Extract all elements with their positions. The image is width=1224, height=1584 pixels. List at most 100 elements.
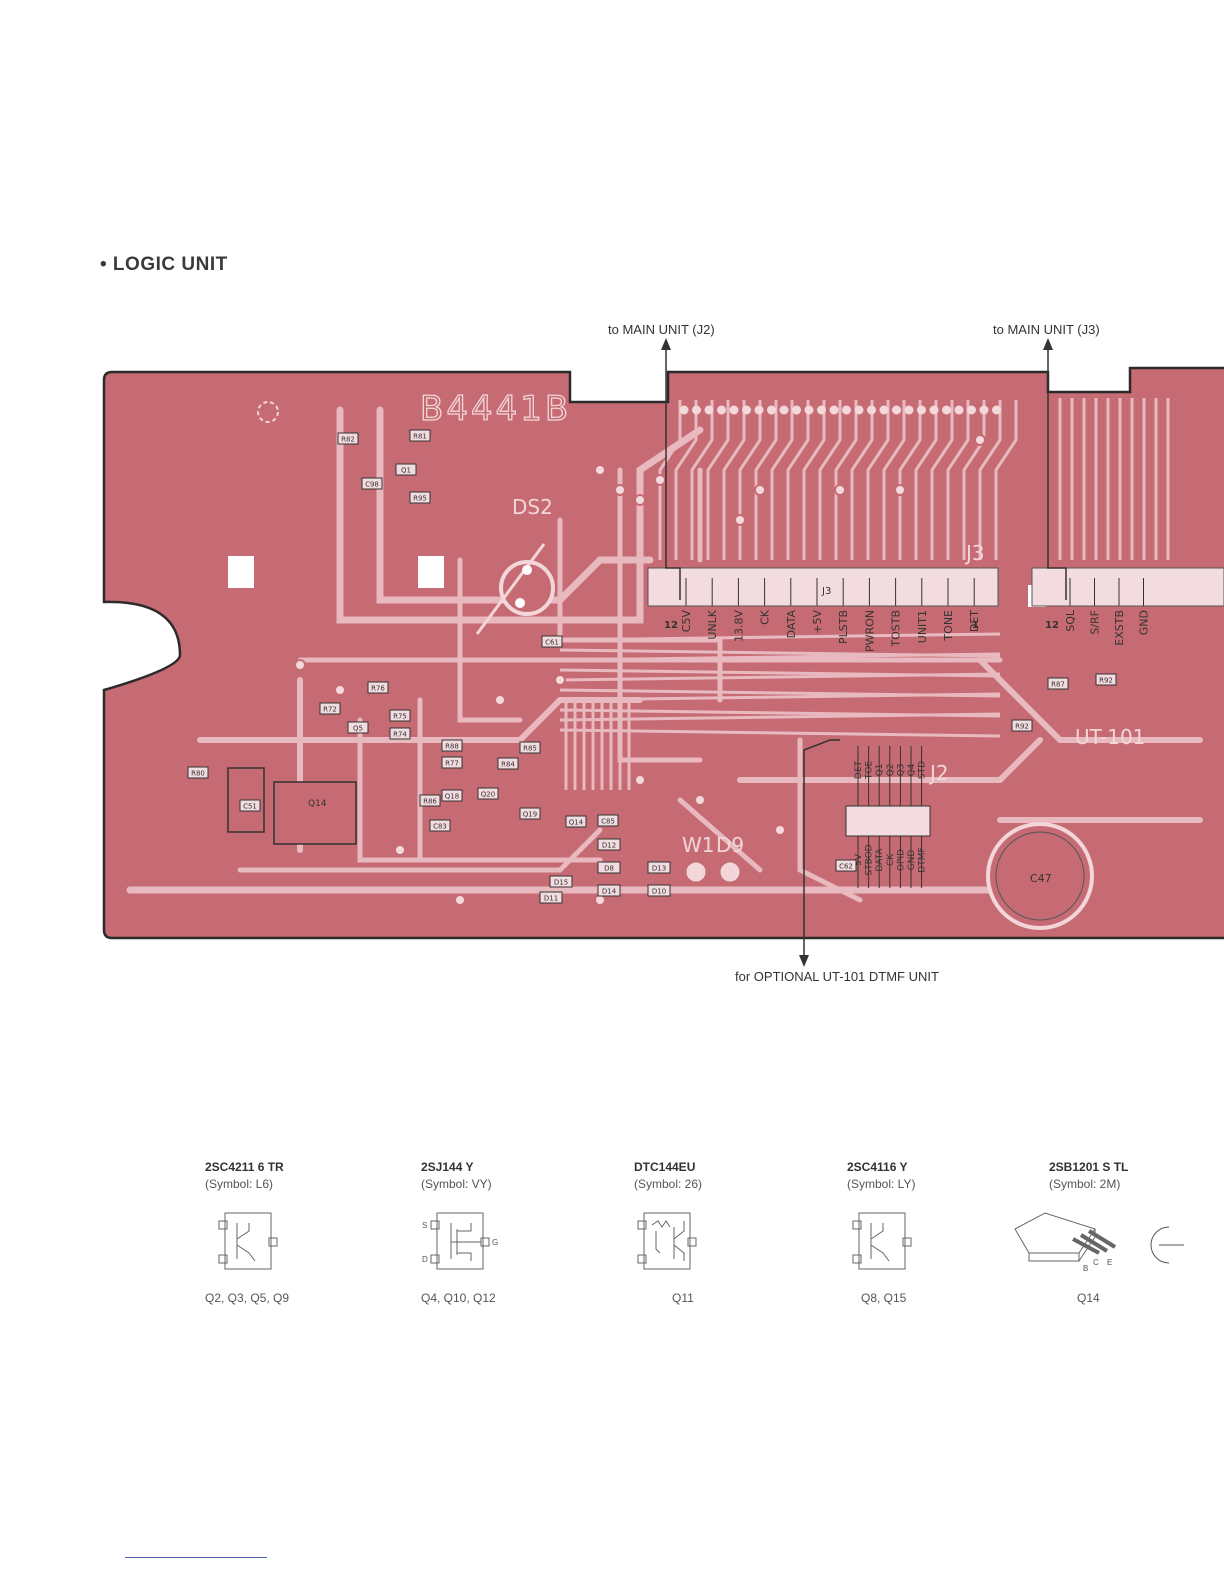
arrow-up-icon xyxy=(1043,338,1053,350)
part-usage: Q4, Q10, Q12 xyxy=(421,1291,496,1305)
smd-part-c62: C62 xyxy=(835,859,857,872)
svg-text:E: E xyxy=(1107,1258,1112,1267)
part-symbol: (Symbol: LY) xyxy=(847,1177,916,1191)
digital-transistor-icon xyxy=(637,1212,697,1270)
part-symbol: (Symbol: L6) xyxy=(205,1177,274,1191)
j2-bottom-pin-label: DTMF xyxy=(918,847,928,872)
j3-connector xyxy=(647,567,999,607)
board-id-label: B4441B xyxy=(420,389,571,429)
footer-rule xyxy=(125,1557,267,1558)
part-name: 2SC4211 6 TR xyxy=(205,1160,284,1174)
svg-text:D8: D8 xyxy=(604,865,614,873)
smd-part-c83: C83 xyxy=(429,819,451,832)
svg-text:Q14: Q14 xyxy=(569,819,584,827)
smd-part-d10: D10 xyxy=(647,884,671,897)
power-transistor-package-icon: B C E xyxy=(1014,1212,1184,1273)
svg-text:Q20: Q20 xyxy=(481,791,495,799)
fet-icon: S D G xyxy=(422,1212,498,1270)
j2-bottom-pin-label: 5V xyxy=(854,853,864,866)
part-symbol: (Symbol: 26) xyxy=(634,1177,703,1191)
svg-text:R80: R80 xyxy=(191,770,205,778)
j2-label: J2 xyxy=(928,761,949,785)
svg-text:Q18: Q18 xyxy=(445,793,459,801)
part-usage: Q11 xyxy=(672,1291,694,1305)
transistor-2sc4211: 2SC4211 6 TR (Symbol: L6) Q2, Q3, Q5, Q9 xyxy=(205,1160,405,1305)
svg-text:R81: R81 xyxy=(413,433,427,441)
j2-bottom-pin-label: DATA xyxy=(875,848,885,872)
j3-pin-label: DATA xyxy=(785,610,798,639)
right-pin-label: GND xyxy=(1138,610,1151,635)
j3-pin1-label: 1 xyxy=(972,620,979,631)
svg-text:Q19: Q19 xyxy=(523,811,537,819)
j3-small-label: J3 xyxy=(821,586,831,597)
part-usage: Q2, Q3, Q5, Q9 xyxy=(205,1291,290,1305)
smd-part-r81: R81 xyxy=(409,429,431,442)
smd-part-q19: Q19 xyxy=(519,807,541,820)
j3-pin-label: UNIT1 xyxy=(916,610,929,643)
j2-bottom-pin-label: STBOD xyxy=(865,844,875,875)
j2-connector xyxy=(845,805,931,837)
part-usage: Q14 xyxy=(1077,1291,1100,1305)
part-symbol: (Symbol: 2M) xyxy=(1049,1177,1121,1191)
smd-part-q18: Q18 xyxy=(441,789,463,802)
smd-part-r86: R86 xyxy=(419,794,441,807)
part-usage: Q8, Q15 xyxy=(861,1291,907,1305)
d9-label: D9 xyxy=(716,833,744,857)
smd-part-r88: R88 xyxy=(441,739,463,752)
svg-text:D10: D10 xyxy=(652,888,666,896)
part-name: 2SB1201 S TL xyxy=(1049,1160,1129,1174)
j3-pin-label: C5V xyxy=(680,610,693,633)
npn-transistor-icon xyxy=(852,1212,912,1270)
svg-text:G: G xyxy=(492,1238,498,1247)
smd-part-r72: R72 xyxy=(319,702,341,715)
section-title: • LOGIC UNIT xyxy=(100,254,228,275)
part-name: 2SJ144 Y xyxy=(421,1160,474,1174)
mounting-pad-right xyxy=(418,556,444,588)
svg-text:R85: R85 xyxy=(523,745,537,753)
svg-text:D13: D13 xyxy=(652,865,666,873)
j2-top-pin-label: STD xyxy=(918,761,928,779)
smd-part-d8: D8 xyxy=(597,861,621,874)
j3-pin-label: UNLK xyxy=(706,609,719,639)
pcb-outline xyxy=(102,366,1224,940)
right-pin-label: S/RF xyxy=(1089,610,1102,635)
svg-text:C62: C62 xyxy=(839,863,853,871)
j3-pin-label: 13.8V xyxy=(732,610,745,642)
svg-text:R82: R82 xyxy=(341,436,355,444)
svg-text:C51: C51 xyxy=(243,803,257,811)
svg-text:Q1: Q1 xyxy=(401,467,411,475)
smd-part-c61: C61 xyxy=(541,635,563,648)
transistor-dtc144eu: DTC144EU (Symbol: 26) Q11 xyxy=(634,1160,834,1305)
smd-part-c51: C51 xyxy=(239,799,261,812)
svg-text:D12: D12 xyxy=(602,842,616,850)
q14-label: Q14 xyxy=(308,799,327,809)
j3-pin-label: DET xyxy=(968,610,981,632)
mounting-hole-icon xyxy=(257,401,279,423)
smd-part-r84: R84 xyxy=(497,757,519,770)
svg-text:R72: R72 xyxy=(323,706,337,714)
smd-part-d12: D12 xyxy=(597,838,621,851)
right-pin-label: EXSTB xyxy=(1113,610,1126,646)
j2-top-pin-label: Q2 xyxy=(886,764,896,777)
smd-part-d13: D13 xyxy=(647,861,671,874)
smd-part-q20: Q20 xyxy=(477,787,499,800)
j2-top-pin-label: DET xyxy=(854,760,864,779)
svg-text:R92: R92 xyxy=(1099,677,1113,685)
arrow-down-icon xyxy=(799,955,809,967)
svg-text:C98: C98 xyxy=(365,481,379,489)
svg-text:C85: C85 xyxy=(601,818,615,826)
j2-bottom-pin-label: OPID xyxy=(896,849,906,871)
smd-part-r77: R77 xyxy=(441,756,463,769)
svg-text:R84: R84 xyxy=(501,761,515,769)
j2-top-pin-label: TOE xyxy=(865,761,875,781)
svg-text:R76: R76 xyxy=(371,685,385,693)
j3-pin-label: +5V xyxy=(811,610,824,634)
mounting-pad-left xyxy=(228,556,254,588)
svg-text:R87: R87 xyxy=(1051,681,1065,689)
to-main-unit-j2-label: to MAIN UNIT (J2) xyxy=(608,322,715,337)
part-name: 2SC4116 Y xyxy=(847,1160,908,1174)
transistor-2sb1201: 2SB1201 S TL (Symbol: 2M) B C E Q14 xyxy=(1014,1160,1224,1305)
smd-part-r82: R82 xyxy=(337,432,359,445)
j3-pin12-label: 12 xyxy=(664,620,678,631)
